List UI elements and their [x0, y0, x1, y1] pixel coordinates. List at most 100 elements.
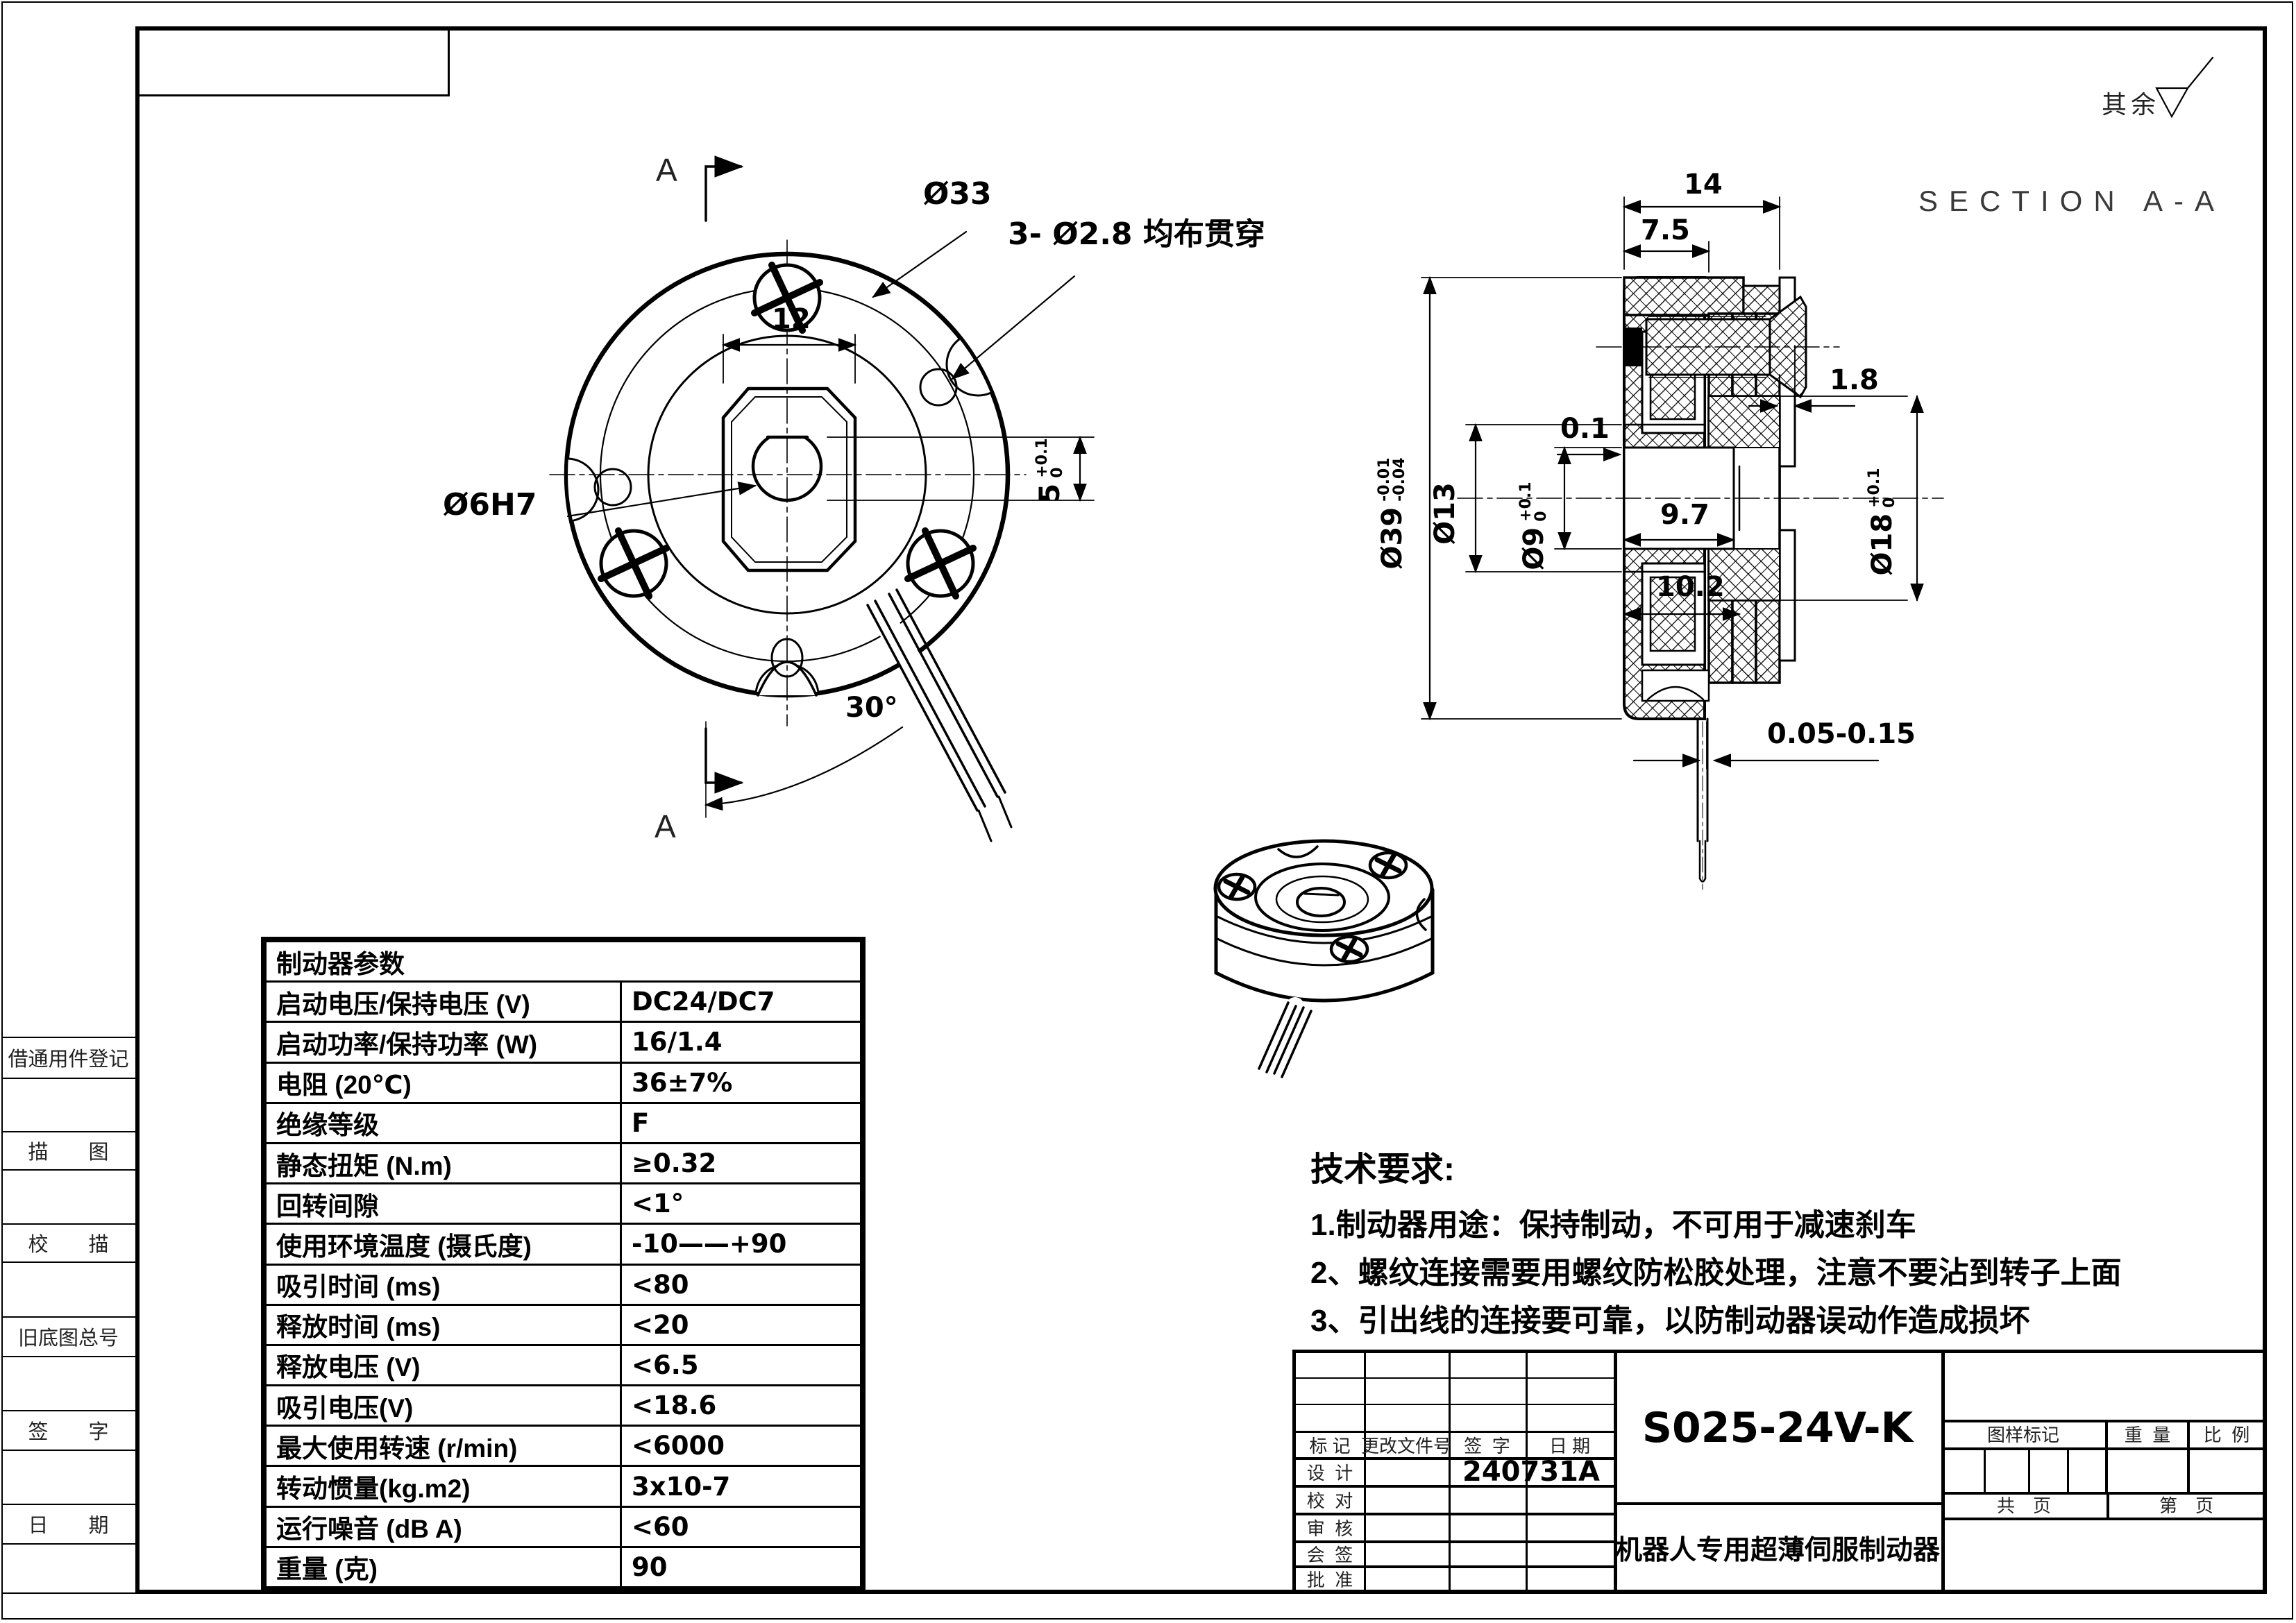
table-row: 回转间隙<1°: [264, 1182, 862, 1225]
leader-d33: [872, 230, 968, 298]
dim-label-97: 9.7: [1660, 499, 1710, 531]
scale-label: 比 例: [2203, 1424, 2250, 1445]
row-countersign-label: 会 签: [1306, 1544, 1353, 1565]
col-change-no-label: 更改文件号: [1361, 1435, 1452, 1456]
margin-line: [1, 1169, 135, 1171]
col-mark-label: 标 记: [1309, 1435, 1351, 1456]
tol-low: 0: [1049, 467, 1066, 478]
margin-line: [1, 1037, 135, 1038]
dim-d13-value: Ø13: [1429, 482, 1461, 545]
col-sign-label: 签 字: [1464, 1435, 1510, 1456]
col-date-label: 日 期: [1548, 1435, 1591, 1456]
dim-label-18: 1.8: [1830, 364, 1879, 396]
tech-requirement-item: 1.制动器用途：保持制动，不可用于减速刹车: [1310, 1208, 1916, 1242]
section-view: [1421, 196, 1944, 890]
dim-label-airgap: 0.05-0.15: [1767, 718, 1916, 750]
tol-up: +0.1: [1517, 482, 1535, 522]
tol-low: -0.04: [1391, 457, 1408, 502]
margin-line: [1, 1316, 135, 1318]
margin-line: [1, 1504, 135, 1505]
drawing-frame: [135, 26, 2267, 1594]
table-row: 重量 (克)90: [264, 1545, 862, 1589]
lead-wires: [860, 588, 1013, 842]
margin-line: [1, 1356, 135, 1357]
row-review-label: 审 核: [1306, 1518, 1353, 1539]
table-header-row: 制动器参数: [264, 940, 862, 983]
tol-low: 0: [1881, 497, 1898, 508]
title-block: 标 记 更改文件号 签 字 日 期 设 计 校 对 审 核 会 签 批 准 24…: [1292, 1350, 2267, 1594]
dim-d9-value: Ø9: [1518, 527, 1550, 570]
dim-label-01: 0.1: [1560, 413, 1610, 445]
dim-label-holes-note: 3- Ø2.8 均布贯穿: [1008, 216, 1265, 252]
design-date: 240731A: [1462, 1456, 1600, 1488]
table-row: 最大使用转速 (r/min)<6000: [264, 1425, 862, 1468]
screw: [904, 527, 977, 600]
margin-line: [1, 1261, 135, 1263]
weight-label: 重 量: [2124, 1424, 2171, 1445]
row-design-label: 设 计: [1306, 1462, 1353, 1484]
margin-label-old-drawing: 旧底图总号: [17, 1327, 119, 1350]
iso-wires: [1257, 997, 1312, 1082]
table-row: 电阻 (20℃)36±7%: [264, 1061, 862, 1104]
tech-requirements: 技术要求: 1.制动器用途：保持制动，不可用于减速刹车 2、螺纹连接需要用螺纹防…: [1310, 1141, 2227, 1345]
margin-line: [1, 1223, 135, 1225]
screw: [751, 262, 823, 334]
surface-finish-icon: [2155, 56, 2214, 119]
dim-label-102: 10.2: [1656, 571, 1725, 603]
dim-label-75: 7.5: [1641, 214, 1690, 246]
table-title: 制动器参数: [264, 940, 862, 983]
dim-label-d33: Ø33: [923, 176, 992, 212]
margin-line: [1, 1078, 135, 1079]
mount-hole: [919, 368, 958, 407]
dim-d39-value: Ø39: [1376, 507, 1408, 570]
leader-holes: [951, 275, 1076, 380]
section-marker-top: [704, 155, 744, 222]
row-approve-label: 批 准: [1306, 1569, 1353, 1590]
table-row: 吸引时间 (ms)<80: [264, 1263, 862, 1306]
margin-label-register: 借通用件登记: [8, 1048, 129, 1071]
tech-requirements-title: 技术要求:: [1310, 1151, 1455, 1188]
dim-label-d13: Ø13: [1426, 461, 1464, 566]
page-no-label: 第 页: [2159, 1495, 2213, 1516]
table-row: 释放电压 (V)<6.5: [264, 1343, 862, 1387]
table-row: 转动惯量(kg.m2)3x10-7: [264, 1465, 862, 1508]
parameters-table: 制动器参数 启动电压/保持电压 (V)DC24/DC7 启动功率/保持功率 (W…: [261, 937, 866, 1592]
margin-line: [1, 1543, 135, 1545]
table-row: 使用环境温度 (摄氏度)-10——+90: [264, 1223, 862, 1266]
margin-label-sign: 签 字: [28, 1420, 109, 1443]
section-dims: [1421, 196, 1924, 770]
iso-screw: [1329, 935, 1369, 964]
product-name: 机器人专用超薄伺服制动器: [1614, 1535, 1940, 1565]
dim-d18-value: Ø18: [1866, 513, 1898, 576]
table-row: 释放时间 (ms)<20: [264, 1303, 862, 1346]
total-pages-label: 共 页: [1996, 1495, 2051, 1516]
tech-requirement-item: 3、引出线的连接要可靠，以防制动器误动作造成损坏: [1310, 1304, 2030, 1338]
section-marker-label-bottom: A: [655, 808, 676, 844]
table-row: 吸引电压(V)<18.6: [264, 1384, 862, 1427]
front-view: [549, 155, 1095, 842]
margin-line: [1, 1410, 135, 1411]
row-check-label: 校 对: [1306, 1490, 1353, 1511]
margin-label-trace: 描 图: [28, 1141, 109, 1164]
dim-label-14: 14: [1684, 169, 1723, 201]
tol-low: 0: [1533, 511, 1550, 522]
table-row: 运行噪音 (dB A)<60: [264, 1505, 862, 1548]
margin-line: [1, 1450, 135, 1451]
table-row: 启动电压/保持电压 (V)DC24/DC7: [264, 980, 862, 1023]
margin-label-date: 日 期: [28, 1514, 109, 1537]
tech-requirement-item: 2、螺纹连接需要用螺纹防松胶处理，注意不要沾到转子上面: [1310, 1256, 2122, 1290]
table-row: 静态扭矩 (N.m)≥0.32: [264, 1141, 862, 1185]
dim-label-12: 12: [772, 303, 811, 335]
mount-hole: [593, 468, 632, 507]
dim-5-value: 5: [1034, 483, 1066, 503]
isometric-view: [1213, 839, 1435, 1082]
dim-label-d6h7: Ø6H7: [443, 487, 537, 522]
section-wire: [1696, 717, 1709, 890]
margin-line: [1, 1592, 135, 1594]
iso-screw: [1217, 872, 1257, 901]
